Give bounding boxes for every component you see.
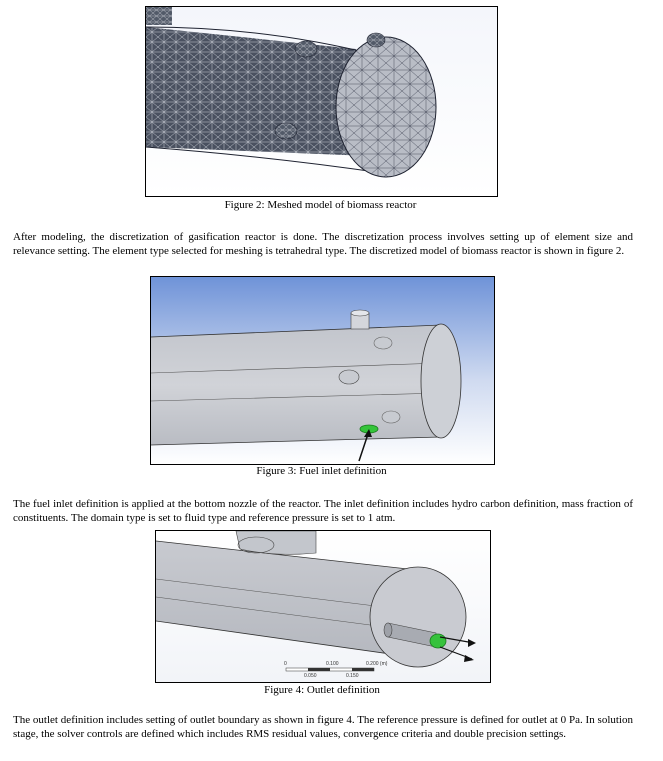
scale-bar: 0 0.100 0.200 (m) 0.050 0.150 [284,661,388,679]
paragraph-1: After modeling, the discretization of ga… [13,231,633,257]
scale-label-0: 0 [284,661,287,667]
figure-2-caption: Figure 2: Meshed model of biomass reacto… [224,199,417,211]
figure-3-image [150,276,495,465]
paragraph-2: The fuel inlet definition is applied at … [13,498,633,524]
scale-label-0150: 0.150 [346,673,359,679]
figure-3-caption: Figure 3: Fuel inlet definition [256,465,387,477]
figure-2-image [145,6,498,197]
scale-label-0200: 0.200 (m) [366,661,388,667]
figure-4-image: 0 0.100 0.200 (m) 0.050 0.150 [155,530,491,683]
scale-label-0100: 0.100 [326,661,339,667]
figure-4-caption: Figure 4: Outlet definition [264,684,380,696]
paragraph-3: The outlet definition includes setting o… [13,714,633,740]
scale-label-0050: 0.050 [304,673,317,679]
